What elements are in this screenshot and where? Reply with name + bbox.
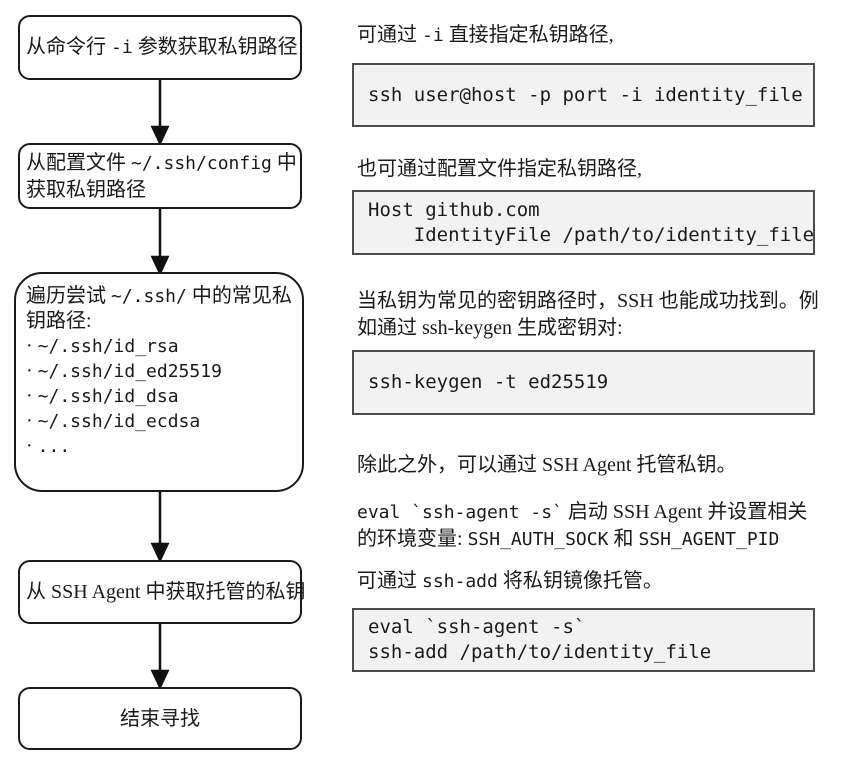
arrow-head-3 [150, 542, 170, 563]
code-block-ssh-add: eval `ssh-agent -s` ssh-add /path/to/ide… [352, 608, 815, 672]
arrow-head-2 [150, 255, 170, 276]
note-paragraph-common-paths: 当私钥为常见的密钥路径时，SSH 也能成功找到。例如通过 ssh-keygen … [357, 290, 819, 339]
note-paragraph-agent-intro: 除此之外，可以通过 SSH Agent 托管私钥。 [357, 454, 737, 476]
note-paragraph-cmdline: 可通过 -i 直接指定私钥路径, [357, 24, 614, 46]
flow-node-end: 结束寻找 [18, 687, 302, 750]
arrow-head-1 [150, 125, 170, 146]
flow-arrows [150, 80, 170, 690]
code-block-ssh-keygen: ssh-keygen -t ed25519 [352, 350, 815, 415]
note-paragraph-agent-env: eval `ssh-agent -s` 启动 SSH Agent 并设置相关的环… [357, 501, 808, 550]
arrow-head-4 [150, 669, 170, 690]
code-text-ssh-add: eval `ssh-agent -s` ssh-add /path/to/ide… [368, 616, 712, 663]
code-block-ssh-config: Host github.com IdentityFile /path/to/id… [352, 190, 815, 255]
flow-node-ssh-agent: 从 SSH Agent 中获取托管的私钥 [18, 560, 305, 624]
code-block-ssh-command: ssh user@host -p port -i identity_file [352, 63, 815, 127]
flowchart: 从命令行 -i 参数获取私钥路径 从配置文件 ~/.ssh/config 中获取… [0, 0, 330, 768]
code-text-ssh-config: Host github.com IdentityFile /path/to/id… [368, 198, 815, 246]
flow-node-config-file: 从配置文件 ~/.ssh/config 中获取私钥路径 [18, 143, 302, 209]
note-paragraph-config: 也可通过配置文件指定私钥路径, [357, 158, 642, 180]
flow-node-cmdline-identity: 从命令行 -i 参数获取私钥路径 [18, 15, 302, 80]
code-text-ssh-keygen: ssh-keygen -t ed25519 [368, 371, 609, 393]
flow-node-common-key-paths: 遍历尝试 ~/.ssh/ 中的常见私钥路径:· ~/.ssh/id_rsa· ~… [14, 272, 304, 492]
note-paragraph-ssh-add: 可通过 ssh-add 将私钥镜像托管。 [357, 570, 663, 592]
code-text-ssh-command: ssh user@host -p port -i identity_file [368, 83, 803, 106]
